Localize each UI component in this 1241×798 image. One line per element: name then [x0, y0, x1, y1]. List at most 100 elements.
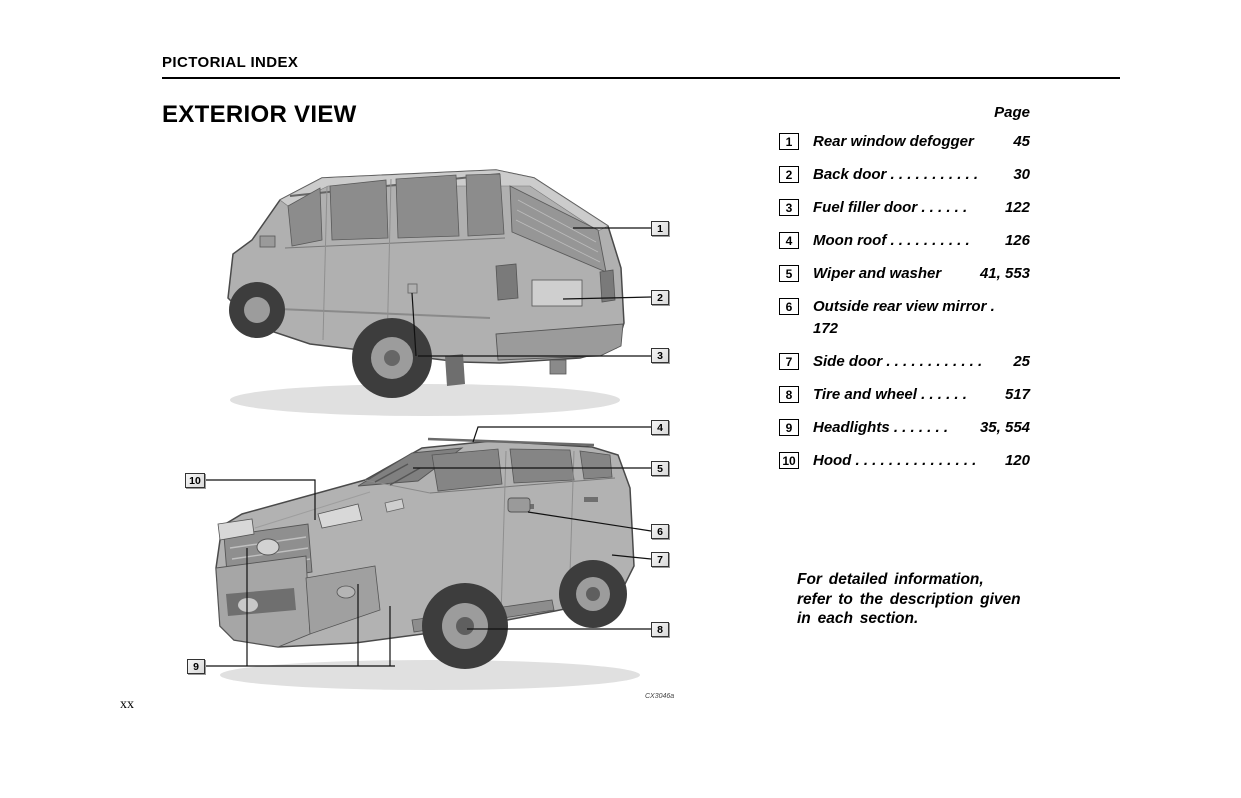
front-wheel-rim — [244, 297, 270, 323]
item-page: 517 — [1004, 386, 1030, 403]
item-page: 35, 554 — [979, 419, 1030, 436]
callout-box-7: 7 — [651, 552, 669, 567]
door-mirror-front — [507, 497, 531, 513]
beltline — [284, 237, 506, 249]
item-label: Tire and wheel . . . . . . — [813, 386, 967, 403]
item-label: Outside rear view mirror . — [813, 298, 995, 315]
item-page: 25 — [1013, 353, 1030, 370]
quarter-window — [465, 173, 505, 237]
door-seam-front — [500, 450, 507, 617]
item-number: 4 — [779, 232, 799, 249]
side-molding — [254, 307, 491, 319]
index-item-3: 3 Fuel filler door . . . . . . 122 — [779, 198, 1030, 218]
exterior-illustrations — [205, 169, 652, 690]
item-page: 126 — [1004, 232, 1030, 249]
item-number: 5 — [779, 265, 799, 282]
rear-view-illustration — [227, 169, 625, 416]
side-window-3 — [395, 174, 460, 239]
hood-crease — [254, 491, 371, 529]
callout-lines — [205, 227, 652, 667]
roof-rail — [289, 173, 501, 197]
leader-4 — [472, 426, 651, 443]
item-label: Back door . . . . . . . . . . . — [813, 166, 979, 183]
item-number: 2 — [779, 166, 799, 183]
item-number: 10 — [779, 452, 799, 469]
leader-3 — [411, 292, 651, 357]
index-item-6: 6 Outside rear view mirror . 172 — [779, 297, 1030, 339]
callout-box-10: 10 — [185, 473, 205, 488]
rear-wheel-2-hub — [586, 587, 600, 601]
callout-box-2: 2 — [651, 290, 669, 305]
roof-rack — [427, 437, 595, 447]
callout-box-5: 5 — [651, 461, 669, 476]
front-view-shadow — [220, 660, 640, 690]
index-item-8: 8 Tire and wheel . . . . . . 517 — [779, 385, 1030, 405]
item-label: Side door . . . . . . . . . . . . — [813, 353, 983, 370]
item-page: 122 — [1004, 199, 1030, 216]
footer-page-number: xx — [120, 697, 134, 712]
door-mirror — [259, 235, 276, 248]
headlight-left — [217, 518, 255, 541]
item-page: 41, 553 — [979, 265, 1030, 282]
callout-box-8: 8 — [651, 622, 669, 637]
item-number: 3 — [779, 199, 799, 216]
front-door-glass — [431, 448, 503, 492]
leader-7 — [611, 554, 652, 560]
rear-door-glass — [509, 448, 575, 484]
item-label: Fuel filler door . . . . . . — [813, 199, 968, 216]
turn-signal — [384, 498, 405, 513]
index-item-4: 4 Moon roof . . . . . . . . . . 126 — [779, 231, 1030, 251]
leader-9 — [205, 548, 395, 667]
callout-box-6: 6 — [651, 524, 669, 539]
front-wheel-2-hub — [456, 617, 474, 635]
index-item-7: 7 Side door . . . . . . . . . . . . 25 — [779, 352, 1030, 372]
item-number: 8 — [779, 386, 799, 403]
leader-6 — [527, 511, 652, 532]
index-item-10: 10 Hood . . . . . . . . . . . . . . . 12… — [779, 451, 1030, 471]
item-label: Headlights . . . . . . . — [813, 419, 949, 436]
leader-2 — [562, 296, 652, 300]
front-view-illustration — [215, 437, 640, 690]
index-item-2: 2 Back door . . . . . . . . . . . 30 — [779, 165, 1030, 185]
tail-light-left — [495, 263, 519, 301]
index-item-5: 5 Wiper and washer 41, 553 — [779, 264, 1030, 284]
item-label: Moon roof . . . . . . . . . . — [813, 232, 970, 249]
callout-box-4: 4 — [651, 420, 669, 435]
quarter-glass — [579, 450, 613, 480]
item-number: 6 — [779, 298, 799, 315]
header-rule — [162, 77, 1120, 79]
item-label: Wiper and washer — [813, 265, 942, 282]
note-text: For detailed information, refer to the d… — [797, 571, 1021, 628]
door-seam-1 — [322, 186, 328, 341]
fog-light-right — [336, 585, 356, 599]
callout-box-3: 3 — [651, 348, 669, 363]
item-number: 9 — [779, 419, 799, 436]
fog-light-left — [238, 598, 258, 612]
illustration-code: CX3046a — [645, 693, 675, 700]
mud-flap — [445, 354, 465, 386]
side-window-2 — [329, 179, 389, 241]
tail-light-right — [599, 269, 616, 303]
index-list: 1 Rear window defogger 45 2 Back door . … — [779, 132, 1030, 484]
brand-emblem — [256, 538, 280, 556]
wipers — [374, 463, 421, 486]
item-label: Hood . . . . . . . . . . . . . . . — [813, 452, 977, 469]
item-page: 30 — [1013, 166, 1030, 183]
page-column-label: Page — [994, 104, 1030, 121]
rear-wheel-hub — [384, 350, 400, 366]
callout-box-9: 9 — [187, 659, 205, 674]
item-label: Rear window defogger — [813, 133, 974, 150]
callout-box-1: 1 — [651, 221, 669, 236]
item-page: 172 — [813, 320, 839, 337]
page-header: PICTORIAL INDEX — [162, 54, 299, 71]
leader-10 — [205, 479, 316, 520]
item-number: 7 — [779, 353, 799, 370]
item-page: 120 — [1004, 452, 1030, 469]
index-item-1: 1 Rear window defogger 45 — [779, 132, 1030, 152]
item-number: 1 — [779, 133, 799, 150]
side-window-1 — [287, 187, 323, 247]
tow-hitch — [549, 359, 567, 375]
section-title: EXTERIOR VIEW — [162, 101, 357, 128]
door-handle-rear — [584, 497, 598, 502]
